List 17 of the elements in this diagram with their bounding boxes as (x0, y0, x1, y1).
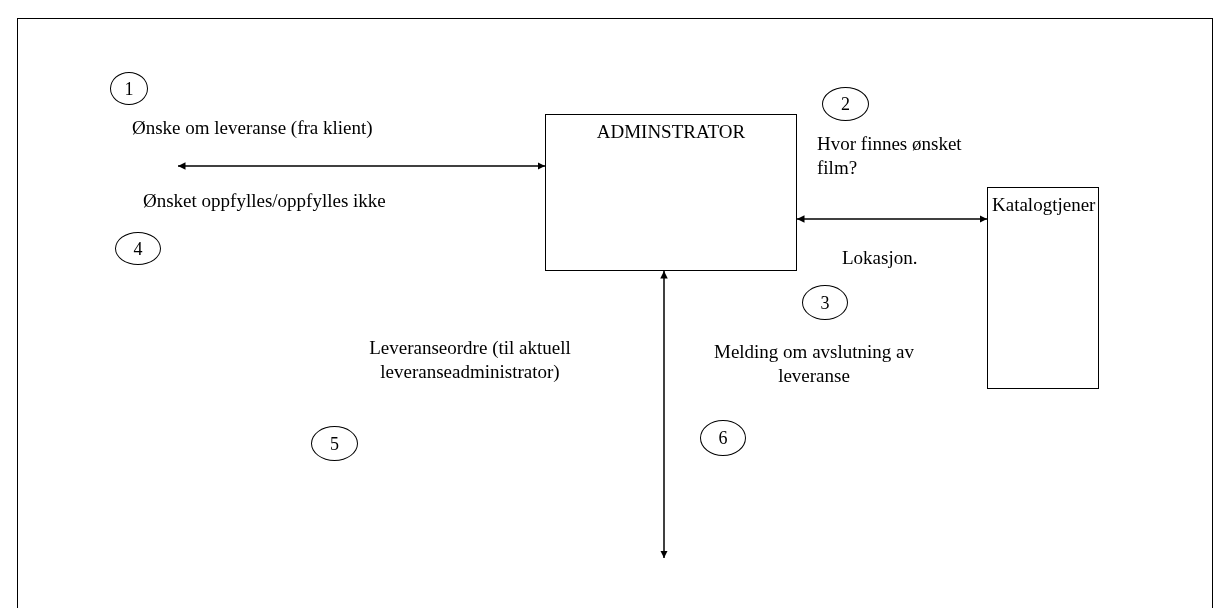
annotation-text: Ønske om leveranse (fra klient) (132, 116, 373, 140)
numbered-circle: 1 (110, 72, 148, 105)
double-arrow (796, 215, 988, 223)
process-box: Katalogtjener (987, 187, 1099, 389)
numbered-circle: 5 (311, 426, 358, 461)
process-box: ADMINSTRATOR (545, 114, 797, 271)
double-arrow (177, 162, 546, 170)
annotation-text: Leveranseordre (til aktuell leveranseadministrator) (368, 336, 572, 384)
annotation-text: Hvor finnes ønsket film? (817, 132, 963, 180)
annotation-text: Melding om avslutning av leveranse (713, 340, 915, 388)
numbered-circle: 3 (802, 285, 848, 320)
numbered-circle: 4 (115, 232, 161, 265)
numbered-circle: 2 (822, 87, 869, 121)
annotation-text: Ønsket oppfylles/oppfylles ikke (143, 189, 386, 213)
numbered-circle: 6 (700, 420, 746, 456)
annotation-text: Lokasjon. (842, 246, 918, 270)
double-arrow (660, 270, 668, 559)
